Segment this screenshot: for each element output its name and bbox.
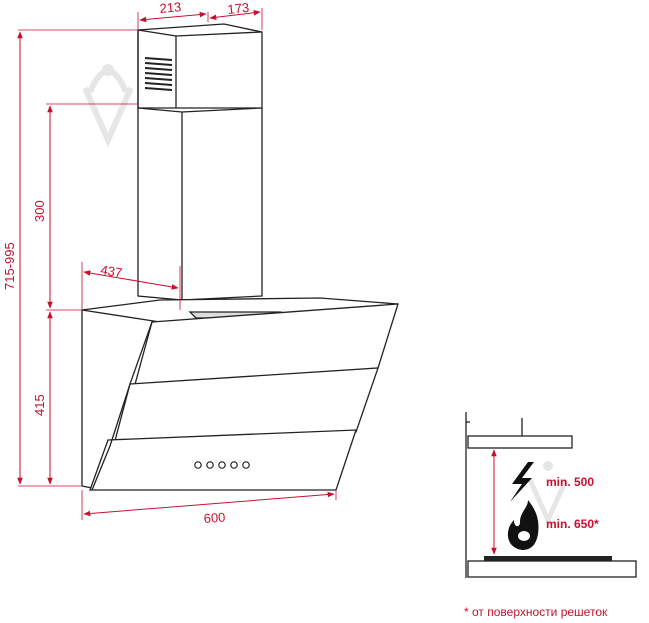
dimension-lines <box>17 9 335 517</box>
dim-line-600 <box>83 491 335 517</box>
clearance-footnote: * от поверхности решеток <box>464 605 608 619</box>
control-buttons <box>194 461 250 469</box>
clearance-hood-bar <box>467 435 573 449</box>
chimney <box>137 23 263 301</box>
dim-chimney-height: 300 <box>32 200 47 222</box>
dim-chimney-depth: 173 <box>227 0 250 17</box>
clearance-cooktop <box>484 556 612 561</box>
dim-chimney-width: 213 <box>159 0 182 16</box>
hood-body <box>81 297 399 491</box>
chimney-vent-slots <box>144 57 173 91</box>
watermark-logo <box>82 64 134 148</box>
dim-hood-depth: 437 <box>100 262 124 280</box>
lightning-icon <box>510 462 534 502</box>
dim-line-213 <box>139 11 207 23</box>
gas-clearance: min. 650* <box>546 517 599 531</box>
extension-lines <box>18 8 337 520</box>
watermark-logo-small <box>527 461 569 527</box>
dim-line-437 <box>83 270 179 290</box>
dim-total-height: 715-995 <box>2 242 17 290</box>
clearance-wall <box>465 412 470 578</box>
dim-line-173 <box>209 9 261 21</box>
dim-hood-width: 600 <box>203 510 226 526</box>
clearance-diagram: min. 500 min. 650* * от поверхности реше… <box>464 412 637 619</box>
dim-hood-height: 415 <box>32 394 47 416</box>
electric-clearance: min. 500 <box>546 475 594 489</box>
flame-icon <box>507 500 539 550</box>
clearance-counter <box>467 560 637 578</box>
